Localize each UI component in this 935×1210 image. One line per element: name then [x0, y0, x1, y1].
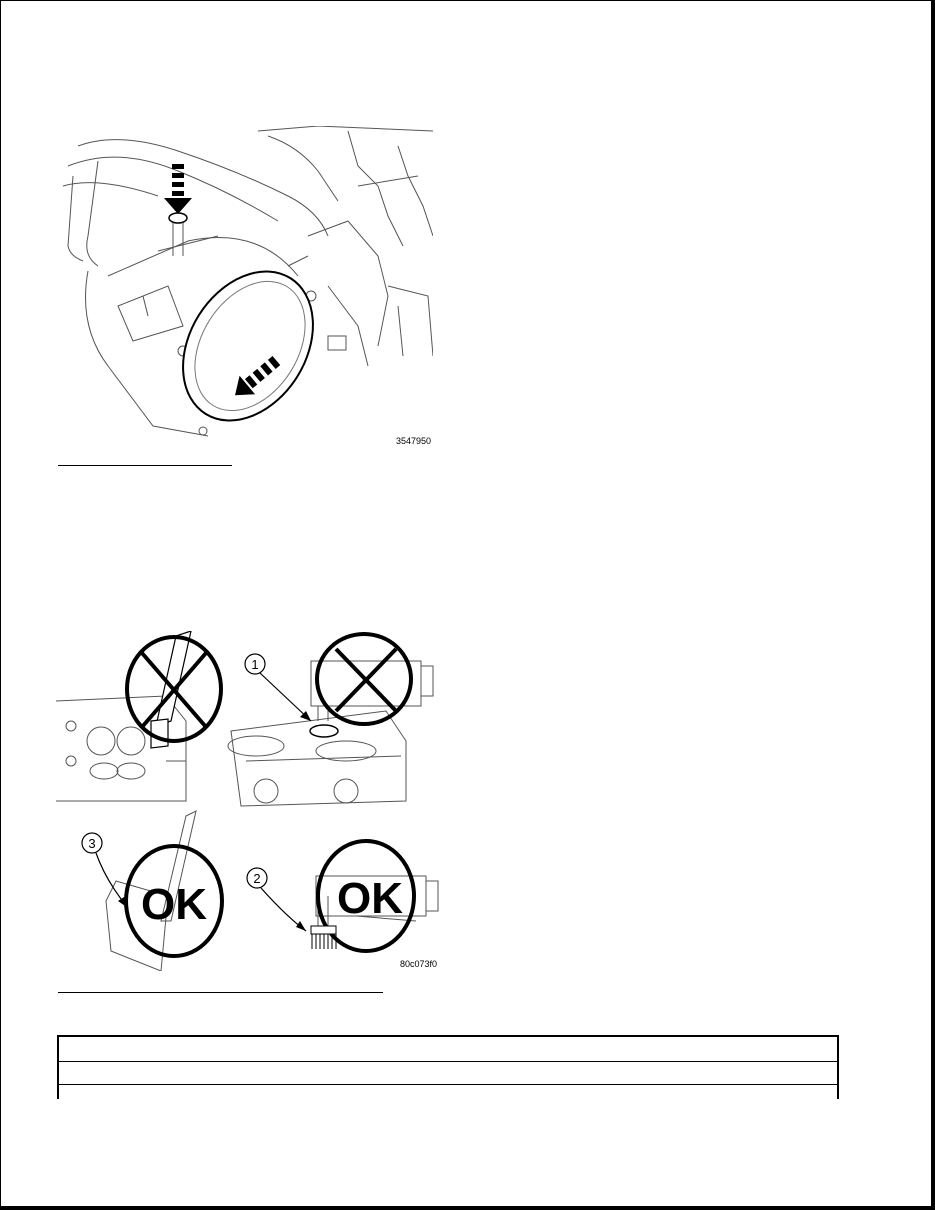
- cleaning-methods-illustration: OK OK 1 2 3: [56, 631, 439, 971]
- callout-circle-1: [244, 653, 266, 675]
- ok-circle-2: [316, 839, 416, 953]
- ok-label-1: OK: [141, 880, 207, 929]
- callout-circle-2: [246, 867, 268, 889]
- callout-label-2: 2: [253, 871, 260, 886]
- prohibited-circle-2: [315, 632, 413, 726]
- callout-circle-3: [81, 832, 103, 854]
- table-row-divider: [59, 1061, 837, 1062]
- section-divider: [58, 992, 383, 993]
- throttle-body-illustration: [62, 126, 433, 437]
- ok-label-2: OK: [337, 874, 403, 923]
- prohibited-circle-1: [125, 635, 223, 743]
- figure-id: 3547950: [395, 436, 431, 446]
- figure-cleaning-methods: OK OK 1 2 3 80c073f0: [56, 631, 441, 971]
- callout-label-1: 1: [251, 657, 258, 672]
- specification-table: [57, 1035, 839, 1099]
- ok-circle-1: [124, 844, 224, 958]
- table-row-divider: [59, 1084, 837, 1085]
- callout-label-3: 3: [88, 836, 95, 851]
- section-divider: [58, 465, 232, 466]
- figure-throttle-body: 3547950: [58, 126, 433, 448]
- figure-id: 80c073f0: [399, 959, 437, 969]
